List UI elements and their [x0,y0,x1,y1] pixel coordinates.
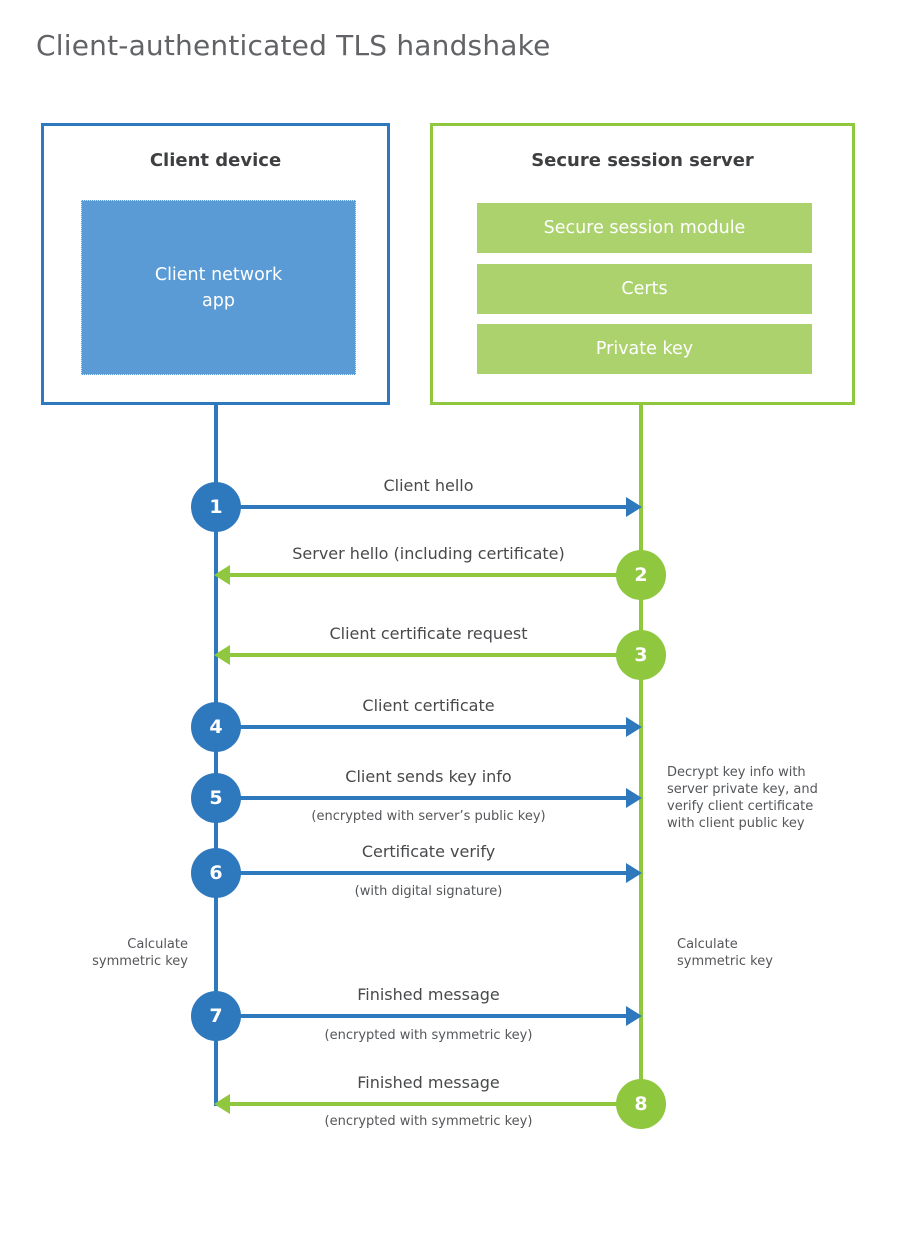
message-8-sublabel: (encrypted with symmetric key) [324,1114,533,1129]
message-4-arrow [216,725,627,729]
message-6-sublabel: (with digital signature) [354,884,503,899]
message-8-label: Finished message [357,1073,500,1092]
message-5-number: 5 [209,787,223,809]
message-5-sublabel: (encrypted with server’s public key) [311,809,546,824]
message-1-label: Client hello [383,476,474,495]
message-7-step-badge: 7 [191,991,241,1041]
page-title: Client-authenticated TLS handshake [36,29,551,62]
message-2-arrow [229,573,641,577]
calculate-symmetric-key-note-client: Calculate symmetric key [92,937,188,969]
message-7-sublabel: (encrypted with symmetric key) [324,1028,533,1043]
server-module-secure-session: Secure session module [477,203,812,253]
message-5-step-badge: 5 [191,773,241,823]
message-8-step-badge: 8 [616,1079,666,1129]
message-4-step-badge: 4 [191,702,241,752]
message-1-step-badge: 1 [191,482,241,532]
message-8-arrow [229,1102,641,1106]
message-3-number: 3 [634,644,648,666]
message-1-arrow [216,505,627,509]
message-6-arrow [216,871,627,875]
message-7-label: Finished message [357,985,500,1004]
message-7-arrow [216,1014,627,1018]
calculate-symmetric-key-note-server: Calculate symmetric key [677,937,773,969]
message-3-arrowhead-icon [214,645,230,665]
message-8-arrowhead-icon [214,1094,230,1114]
message-1-number: 1 [209,496,223,518]
client-device-title: Client device [149,150,282,171]
message-5-arrow [216,796,627,800]
server-title: Secure session server [531,150,754,171]
message-3-label: Client certificate request [329,624,528,643]
message-7-arrowhead-icon [626,1006,642,1026]
message-3-step-badge: 3 [616,630,666,680]
message-6-label: Certificate verify [361,842,496,861]
message-4-label: Client certificate [362,696,495,715]
message-6-number: 6 [209,862,223,884]
message-8-number: 8 [634,1093,648,1115]
server-box: Secure session server Secure session mod… [430,123,855,405]
message-5-label: Client sends key info [345,767,512,786]
server-module-private-key: Private key [477,324,812,374]
message-2-arrowhead-icon [214,565,230,585]
client-network-app-box: Client network app [81,200,356,375]
message-6-step-badge: 6 [191,848,241,898]
message-2-step-badge: 2 [616,550,666,600]
decrypt-key-note: Decrypt key info with server private key… [667,765,818,831]
message-1-arrowhead-icon [626,497,642,517]
message-6-arrowhead-icon [626,863,642,883]
message-2-label: Server hello (including certificate) [292,544,565,563]
server-lifeline [639,405,643,1129]
client-device-box: Client device Client network app [41,123,390,405]
message-2-number: 2 [634,564,648,586]
client-lifeline [214,405,218,1106]
message-4-number: 4 [209,716,223,738]
message-3-arrow [229,653,641,657]
message-5-arrowhead-icon [626,788,642,808]
server-module-certs: Certs [477,264,812,314]
message-4-arrowhead-icon [626,717,642,737]
message-7-number: 7 [209,1005,223,1027]
